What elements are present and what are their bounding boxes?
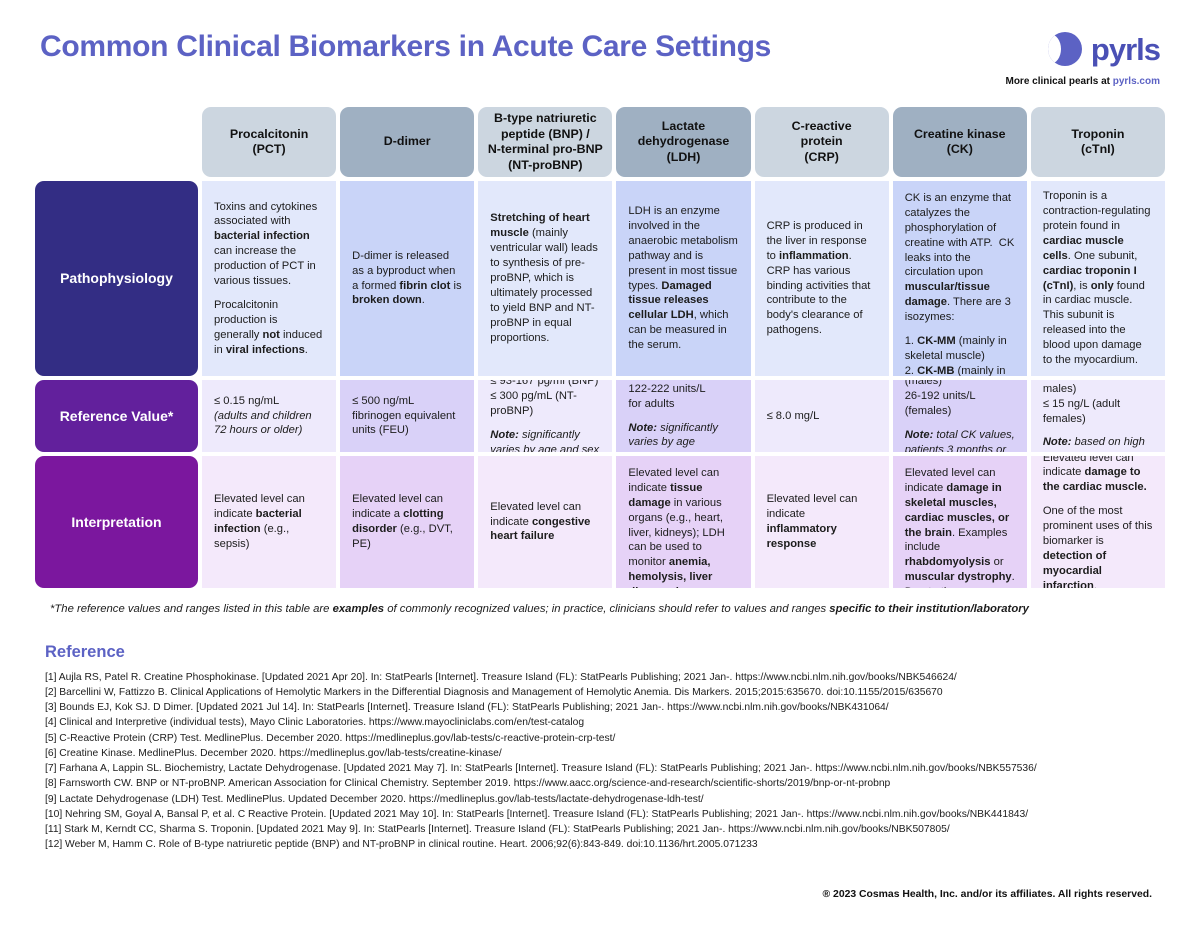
reference-item: [9] Lactate Dehydrogenase (LDH) Test. Me…	[45, 793, 704, 805]
reference-item: [3] Bounds EJ, Kok SJ. D Dimer. [Updated…	[45, 702, 889, 714]
cell-reference-value-pct: ≤ 0.15 ng/mL(adults and children 72 hour…	[202, 380, 337, 452]
column-header-d-dimer: D-dimer	[340, 107, 475, 177]
cell-interpretation-ldh: Elevated level can indicate tissue damag…	[616, 456, 751, 588]
brand-tagline-prefix: More clinical pearls at	[1005, 76, 1113, 87]
reference-item: [5] C-Reactive Protein (CRP) Test. Medli…	[45, 732, 616, 744]
column-header-pct: Procalcitonin(PCT)	[202, 107, 337, 177]
cell-pathophysiology-ldh: LDH is an enzyme involved in the anaerob…	[616, 181, 751, 376]
cell-interpretation-bnp: Elevated level can indicate congestive h…	[478, 456, 613, 588]
reference-item: [2] Barcellini W, Fattizzo B. Clinical A…	[45, 686, 943, 698]
copyright-notice: ® 2023 Cosmas Health, Inc. and/or its af…	[822, 889, 1153, 900]
cell-pathophysiology-d-dimer: D-dimer is released as a byproduct when …	[340, 181, 475, 376]
reference-item: [7] Farhana A, Lappin SL. Biochemistry, …	[45, 763, 1037, 775]
pyrls-logo-icon	[1047, 32, 1082, 66]
cell-interpretation-crp: Elevated level can indicate inflammatory…	[754, 456, 889, 588]
brand-tagline-domain[interactable]: pyrls.com	[1112, 76, 1160, 87]
cell-reference-value-troponin: ≤ 20 ng/L (adult males)≤ 15 ng/L (adult …	[1030, 380, 1165, 452]
biomarker-table: Procalcitonin(PCT) D-dimer B-type natriu…	[35, 107, 1165, 588]
reference-item: [8] Farnsworth CW. BNP or NT-proBNP. Ame…	[45, 778, 891, 790]
page-header: Common Clinical Biomarkers in Acute Care…	[0, 0, 1200, 87]
cell-interpretation-ck: Elevated level can indicate damage in sk…	[892, 456, 1027, 588]
cell-reference-value-crp: ≤ 8.0 mg/L	[754, 380, 889, 452]
cell-pathophysiology-troponin: Troponin is a contraction-regulating pro…	[1030, 181, 1165, 376]
reference-item: [12] Weber M, Hamm C. Role of B-type nat…	[45, 839, 758, 851]
cell-pathophysiology-bnp: Stretching of heart muscle (mainly ventr…	[478, 181, 613, 376]
cell-pathophysiology-ck: CK is an enzyme that catalyzes the phosp…	[892, 181, 1027, 376]
table-corner-spacer	[35, 107, 198, 177]
footnote-bold-2: specific to their institution/laboratory	[829, 603, 1029, 615]
cell-reference-value-ck: 39-308 units/L (males)26-192 units/L (fe…	[892, 380, 1027, 452]
cell-reference-value-d-dimer: ≤ 500 ng/mL fibrinogen equivalent units …	[340, 380, 475, 452]
references-section: Reference [1] Aujla RS, Patel R. Creatin…	[45, 643, 1155, 853]
brand-block: pyrls More clinical pearls at pyrls.com	[1005, 28, 1161, 87]
row-header-pathophysiology: Pathophysiology	[35, 181, 198, 376]
cell-interpretation-pct: Elevated level can indicate bacterial in…	[202, 456, 337, 588]
footnote-part-1: *The reference values and ranges listed …	[50, 603, 333, 615]
row-header-reference-value: Reference Value*	[35, 380, 198, 452]
cell-reference-value-bnp: ≤ 93-167 pg/ml (BNP)≤ 300 pg/mL (NT-proB…	[478, 380, 613, 452]
footnote-bold-1: examples	[332, 603, 385, 615]
references-list: [1] Aujla RS, Patel R. Creatine Phosphok…	[45, 670, 1155, 853]
cell-pathophysiology-pct: Toxins and cytokines associated with bac…	[202, 181, 337, 376]
column-header-ck: Creatine kinase(CK)	[892, 107, 1027, 177]
reference-item: [1] Aujla RS, Patel R. Creatine Phosphok…	[45, 671, 957, 683]
cell-interpretation-d-dimer: Elevated level can indicate a clotting d…	[340, 456, 475, 588]
reference-item: [10] Nehring SM, Goyal A, Bansal P, et a…	[45, 808, 1029, 820]
reference-item: [11] Stark M, Kerndt CC, Sharma S. Tropo…	[45, 824, 950, 836]
references-title: Reference	[45, 642, 125, 661]
cell-pathophysiology-crp: CRP is produced in the liver in response…	[754, 181, 889, 376]
footnote-part-2: of commonly recognized values; in practi…	[384, 603, 830, 615]
reference-item: [6] Creatine Kinase. MedlinePlus. Decemb…	[45, 747, 502, 759]
column-header-troponin: Troponin(cTnI)	[1030, 107, 1165, 177]
reference-item: [4] Clinical and Interpretive (individua…	[45, 717, 585, 729]
row-header-interpretation: Interpretation	[35, 456, 198, 588]
cell-interpretation-troponin: Elevated level can indicate damage to th…	[1030, 456, 1165, 588]
brand-tagline: More clinical pearls at pyrls.com	[1005, 76, 1160, 87]
table-footnote: *The reference values and ranges listed …	[50, 602, 1150, 617]
brand-name: pyrls	[1090, 31, 1161, 67]
page-title: Common Clinical Biomarkers in Acute Care…	[40, 30, 772, 63]
